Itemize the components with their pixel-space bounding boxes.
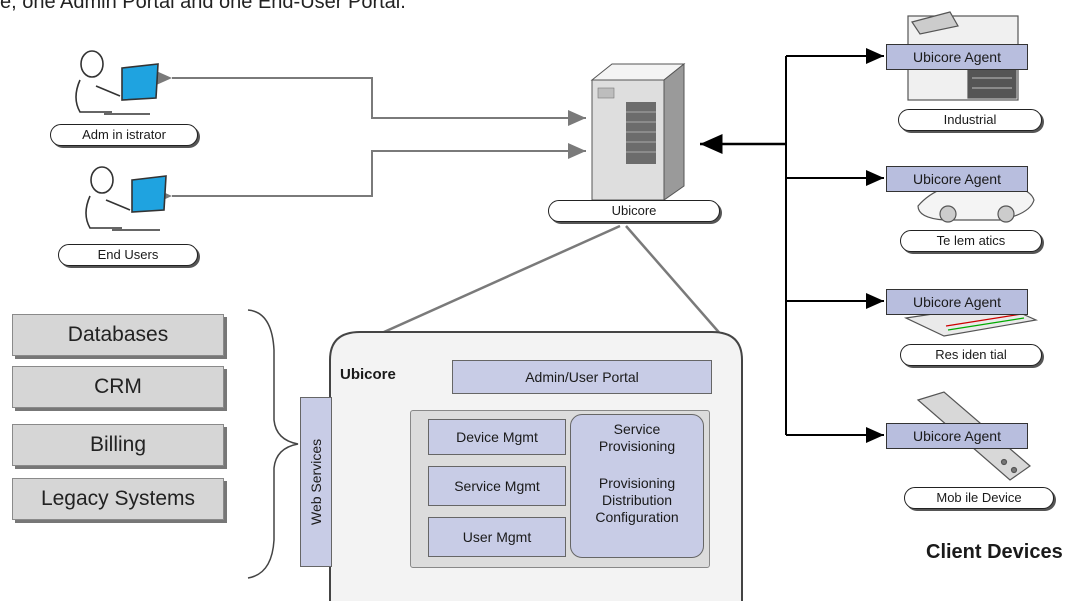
client-devices-title: Client Devices bbox=[926, 541, 1063, 563]
industrial-label: Industrial bbox=[898, 109, 1042, 131]
web-services-bar: Web Services bbox=[300, 397, 332, 567]
agent-telematics: Ubicore Agent bbox=[886, 166, 1028, 192]
web-services-label: Web Services bbox=[308, 438, 324, 526]
enduser-link bbox=[154, 143, 586, 204]
admin-link bbox=[154, 70, 586, 126]
agent-mobile: Ubicore Agent bbox=[886, 423, 1028, 449]
agent-residential: Ubicore Agent bbox=[886, 289, 1028, 315]
systems-brace bbox=[247, 309, 299, 579]
residential-label: Res iden tial bbox=[900, 344, 1042, 366]
zoom-line-left bbox=[354, 224, 621, 347]
service-provisioning-text: Service Provisioning bbox=[598, 421, 676, 454]
admin-user-portal-box: Admin/User Portal bbox=[452, 360, 712, 394]
legacy-systems-box: Legacy Systems bbox=[12, 478, 224, 520]
service-mgmt-box: Service Mgmt bbox=[428, 466, 566, 506]
databases-box: Databases bbox=[12, 314, 224, 356]
caption-text: e, one Admin Portal and one End-User Por… bbox=[0, 0, 406, 13]
device-mgmt-box: Device Mgmt bbox=[428, 419, 566, 455]
end-users-label: End Users bbox=[58, 244, 198, 266]
crm-box: CRM bbox=[12, 366, 224, 408]
telematics-label: Te lem atics bbox=[900, 230, 1042, 252]
provisioning-box: Service Provisioning Provisioning Distri… bbox=[570, 414, 704, 558]
provisioning-distribution-text: Provisioning Distribution Configuration bbox=[595, 475, 679, 525]
administrator-label: Adm in istrator bbox=[50, 124, 198, 146]
ubicore-server-label: Ubicore bbox=[548, 200, 720, 222]
zoom-line-right bbox=[625, 225, 731, 346]
core-title: Ubicore bbox=[340, 366, 396, 383]
agent-industrial: Ubicore Agent bbox=[886, 44, 1028, 70]
user-mgmt-box: User Mgmt bbox=[428, 517, 566, 557]
administrator-icon bbox=[75, 50, 159, 115]
mobile-device-label: Mob ile Device bbox=[904, 487, 1054, 509]
end-user-icon bbox=[85, 166, 167, 231]
billing-box: Billing bbox=[12, 424, 224, 466]
server-icon bbox=[590, 62, 686, 201]
